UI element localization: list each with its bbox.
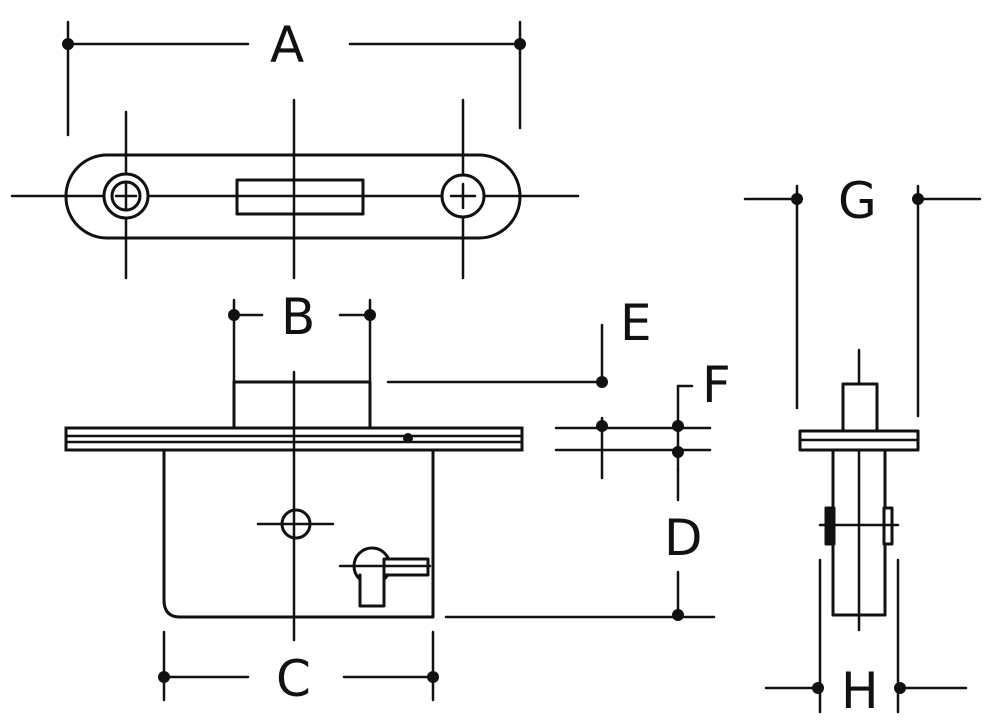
front-view-lock-body: B	[64, 288, 731, 708]
follower-hole	[256, 508, 335, 540]
dimension-a: A	[62, 16, 526, 137]
label-f: F	[702, 356, 731, 414]
label-a: A	[270, 16, 304, 74]
screw-hole-right	[440, 173, 486, 219]
label-b: B	[281, 288, 315, 346]
label-d: D	[664, 509, 703, 567]
side-view: G H	[743, 172, 982, 720]
dimension-h: H	[764, 558, 968, 720]
label-c: C	[276, 650, 311, 708]
screw-hole-left	[102, 172, 150, 220]
dimension-e: E	[386, 294, 652, 388]
side-bolt	[841, 382, 879, 434]
label-e: E	[620, 294, 652, 352]
dimension-d: D	[444, 468, 716, 621]
label-h: H	[841, 662, 879, 720]
label-g: G	[838, 172, 877, 230]
keyhole	[338, 546, 432, 608]
dimension-b: B	[228, 288, 376, 384]
dimension-f: F	[554, 356, 731, 480]
lock-case	[162, 448, 435, 619]
side-case	[818, 448, 900, 617]
dimension-c: C	[158, 630, 439, 708]
dimension-g: G	[743, 172, 982, 418]
bolt-slot	[235, 178, 365, 216]
top-view-strike-plate: A	[10, 16, 580, 280]
bolt	[232, 380, 372, 431]
